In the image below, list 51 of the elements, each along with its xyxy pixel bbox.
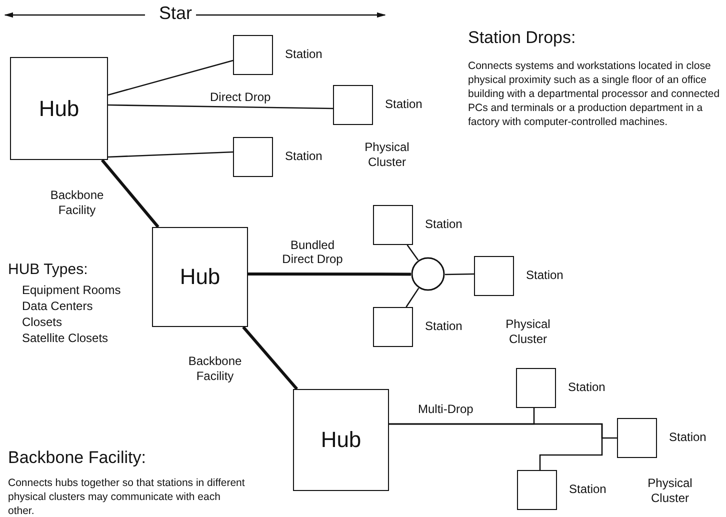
text-label: Connects systems and workstations located in close physical proximity such as a single floor of an office building with a departmental processor and connected PCs and terminals or a production department in a factory with computer-controlled machines. <box>468 59 721 129</box>
connector-line <box>100 159 160 228</box>
text-label: Data Centers <box>22 299 93 314</box>
text-label: Closets <box>22 315 62 330</box>
station-box <box>233 137 273 177</box>
hub-box <box>293 389 389 491</box>
hub-box <box>10 57 108 160</box>
text-label: Connects hubs together so that stations in different physical clusters may communicate with each other. <box>8 476 246 517</box>
connector-line <box>108 104 333 110</box>
edge-label: Direct Drop <box>210 90 271 104</box>
station-box <box>233 35 273 75</box>
station-label: Station <box>526 268 564 282</box>
text-label: Backbone Facility <box>187 354 243 384</box>
text-label: Equipment Rooms <box>22 283 121 298</box>
connector-line <box>406 288 420 308</box>
text-label: Satellite Closets <box>22 331 108 346</box>
station-label: Station <box>285 47 322 61</box>
station-box <box>516 368 556 408</box>
station-box <box>617 418 657 458</box>
edge-label: Multi-Drop <box>418 402 474 416</box>
text-label: HUB Types: <box>8 262 88 277</box>
text-label: Physical Cluster <box>646 476 694 506</box>
connector-line <box>242 326 298 390</box>
text-label: Station Drops: <box>468 30 576 45</box>
connector-line <box>406 244 419 261</box>
station-box <box>474 256 514 296</box>
station-label: Station <box>285 149 322 163</box>
station-label: Station <box>568 380 606 394</box>
text-label: Backbone Facility: <box>8 450 146 465</box>
connector-line <box>248 272 411 276</box>
node-label: Hub <box>320 427 362 453</box>
station-box <box>373 307 413 347</box>
text-label: Physical Cluster <box>364 140 410 170</box>
station-label: Station <box>385 97 422 111</box>
connector-line <box>444 273 474 276</box>
text-label: Physical Cluster <box>504 317 552 347</box>
node-label: Hub <box>38 96 80 122</box>
station-label: Station <box>425 217 462 231</box>
station-box <box>517 470 557 510</box>
junction-circle <box>411 257 445 291</box>
node-label: Hub <box>180 264 220 290</box>
connector-line <box>108 60 234 96</box>
station-box <box>373 205 413 245</box>
connector-line <box>108 151 234 158</box>
text-label: Backbone Facility <box>49 188 105 218</box>
station-label: Station <box>425 319 462 333</box>
hub-box <box>152 227 248 327</box>
station-label: Station <box>569 482 606 496</box>
station-label: Station <box>669 430 706 444</box>
connector-line <box>389 423 603 470</box>
station-box <box>333 85 373 125</box>
